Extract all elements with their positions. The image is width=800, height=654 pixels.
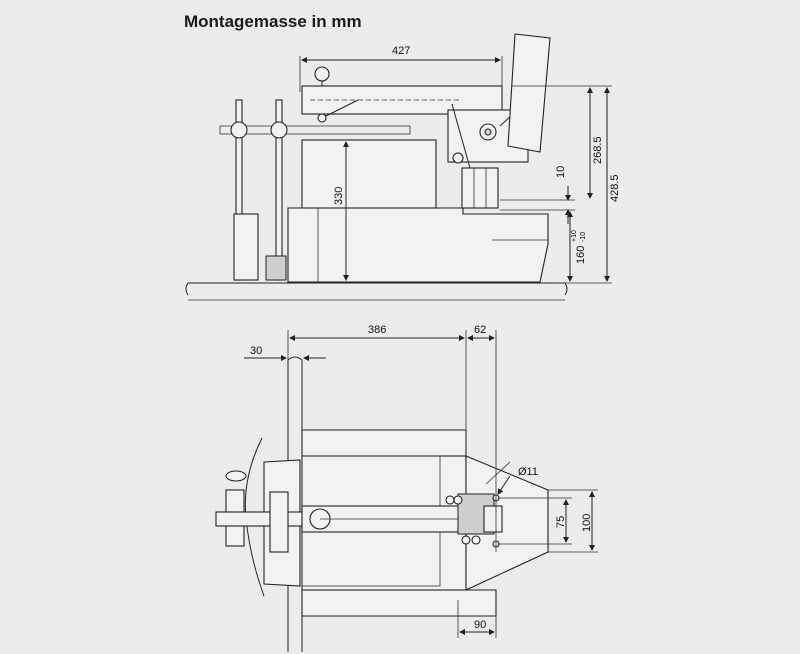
machine-base [287,207,549,283]
dim-330: 330 [333,141,349,281]
dim-100: 100 [548,489,598,553]
side-rods [230,99,288,281]
svg-text:-10: -10 [580,232,587,242]
side-view: 427 330 10 160 +10 -10 [185,33,621,301]
top-view: 30 386 62 Ø11 [215,324,598,652]
machine-column [301,139,437,209]
mounting-wall [287,356,497,652]
svg-text:30: 30 [250,345,262,357]
machine-arm [219,66,503,135]
svg-text:75: 75 [555,516,567,528]
top-clamp [215,437,317,597]
dim-160: 160 +10 -10 [567,211,587,282]
dim-30: 30 [244,345,326,362]
svg-text:268.5: 268.5 [592,136,604,164]
svg-text:+10: +10 [571,230,578,242]
dim-428-5: 428.5 [556,87,621,284]
svg-text:10: 10 [555,166,567,178]
dim-hole-11: Ø11 [497,466,538,495]
svg-text:386: 386 [368,324,386,336]
dim-386: 386 [287,324,467,456]
svg-text:Ø11: Ø11 [518,466,538,478]
svg-text:428.5: 428.5 [609,174,621,202]
dim-90: 90 [457,600,497,638]
svg-text:160: 160 [575,246,587,264]
dim-10: 10 [500,166,575,224]
head-mechanism [447,33,551,209]
svg-text:90: 90 [474,619,486,631]
top-arm [301,461,511,545]
svg-text:100: 100 [581,514,593,532]
floor-line [185,282,568,301]
svg-text:427: 427 [392,45,410,57]
dim-62: 62 [467,324,497,488]
dim-427: 427 [299,45,503,92]
page-title: Montagemasse in mm [184,12,362,31]
dim-75: 75 [498,497,572,545]
svg-text:330: 330 [333,187,345,205]
svg-text:62: 62 [474,324,486,336]
dim-268-5: 268.5 [512,85,612,199]
